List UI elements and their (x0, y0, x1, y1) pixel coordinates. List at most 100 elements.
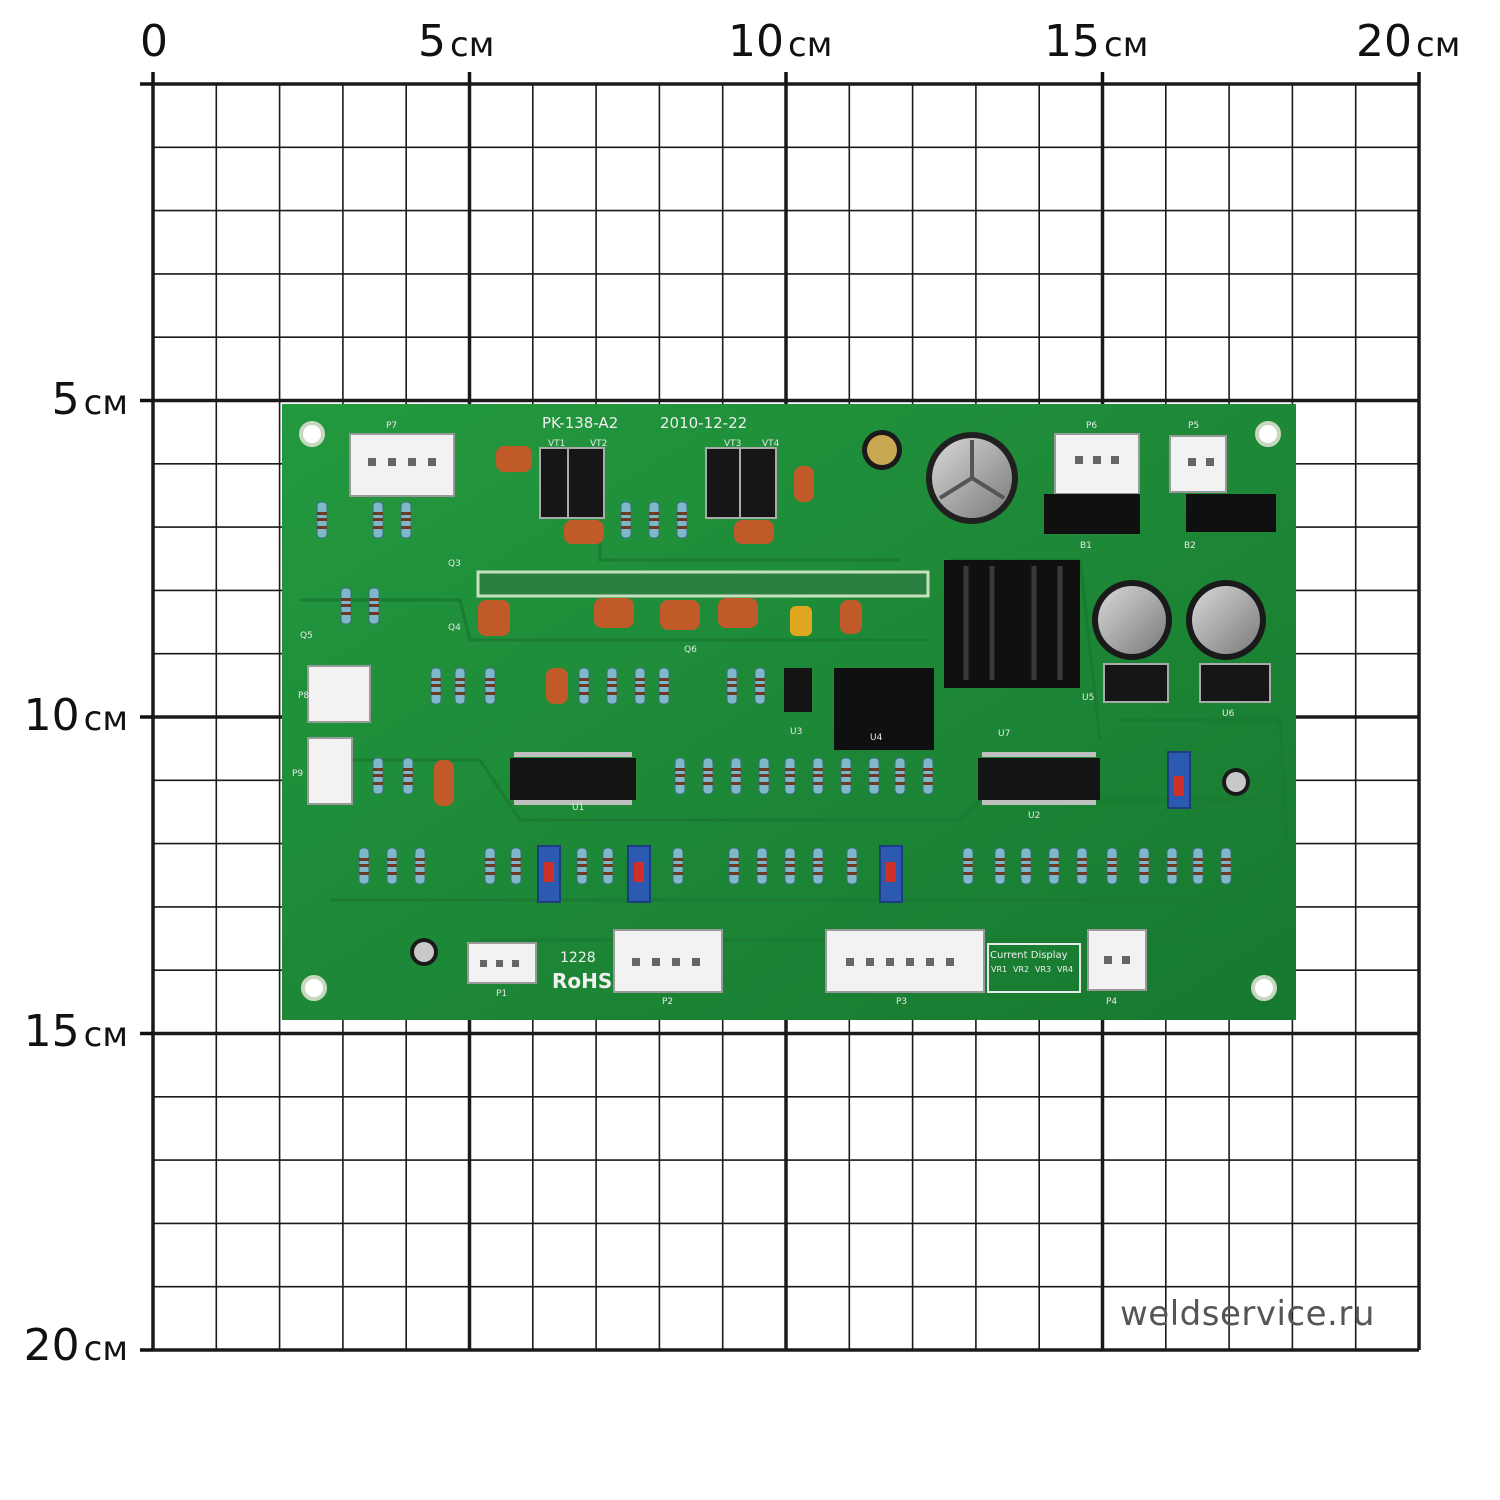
x-axis-label-number: 5 (418, 16, 446, 67)
integrated-circuits (510, 668, 1100, 800)
x-axis-label-number: 15 (1044, 16, 1100, 67)
resistor-band (485, 864, 495, 867)
resistor-band (649, 526, 659, 529)
resistor-band (813, 872, 823, 875)
resistor-band (359, 872, 369, 875)
resistor-band (431, 692, 441, 695)
resistor-band (677, 526, 687, 529)
daughter-board-strip (476, 570, 930, 598)
resistor-band (415, 858, 425, 861)
resistor-band (1021, 872, 1031, 875)
x-axis-label-unit: см (450, 25, 495, 65)
y-axis-label-unit: см (83, 1015, 128, 1055)
resistor-band (387, 864, 397, 867)
resistor-band (813, 864, 823, 867)
resistor-band (729, 858, 739, 861)
resistor-band (1139, 872, 1149, 875)
resistor-band (1049, 864, 1059, 867)
resistor-band (403, 774, 413, 777)
resistor-band (759, 782, 769, 785)
resistor-band (703, 768, 713, 771)
resistor-band (577, 864, 587, 867)
resistor-band (373, 518, 383, 521)
resistor-band (755, 692, 765, 695)
silkscreen-ref-label: P5 (1188, 421, 1199, 431)
resistor-band (341, 604, 351, 607)
resistor-band (511, 858, 521, 861)
resistor-band (1107, 864, 1117, 867)
silkscreen-ref-label: P1 (496, 989, 507, 999)
resistor-band (895, 768, 905, 771)
resistor-band (785, 864, 795, 867)
resistor-band (431, 684, 441, 687)
resistor-band (579, 678, 589, 681)
resistor-band (1049, 872, 1059, 875)
resistor-band (1077, 858, 1087, 861)
resistor-band (813, 782, 823, 785)
resistor-band (635, 692, 645, 695)
silkscreen-ref-label: B2 (1184, 541, 1196, 551)
resistor-band (923, 782, 933, 785)
silkscreen-ref-label: Q5 (300, 631, 313, 641)
resistor-band (607, 692, 617, 695)
resistor-band (673, 858, 683, 861)
resistor-band (485, 684, 495, 687)
x-axis-label-number: 20 (1356, 16, 1412, 67)
resistor-band (401, 512, 411, 515)
y-axis-label-unit: см (83, 699, 128, 739)
cert-number-label: 1228 (560, 950, 596, 966)
resistor-band (1221, 864, 1231, 867)
silkscreen-ref-label: VT4 (762, 439, 780, 449)
resistor-band (485, 692, 495, 695)
current-display-title: Current Display (990, 950, 1068, 961)
resistor-band (603, 864, 613, 867)
y-axis-label-number: 20 (23, 1320, 80, 1371)
resistor-band (813, 768, 823, 771)
silkscreen-ref-label: Q6 (684, 645, 697, 655)
ic-pins (514, 752, 1096, 805)
resistor-band (579, 684, 589, 687)
resistor-band (659, 678, 669, 681)
electrolytic-capacitors (410, 430, 1266, 966)
resistor-band (635, 684, 645, 687)
resistor-band (1077, 872, 1087, 875)
silkscreen-ref-label: P8 (298, 691, 309, 701)
silkscreen-ref-label: VT3 (724, 439, 741, 449)
resistor-band (759, 768, 769, 771)
resistor-band (1077, 864, 1087, 867)
resistor-band (373, 768, 383, 771)
resistor-band (785, 782, 795, 785)
silkscreen-ref-label: Q3 (448, 559, 461, 569)
resistor-band (659, 692, 669, 695)
resistor-band (895, 782, 905, 785)
resistor-band (403, 782, 413, 785)
resistor-band (359, 858, 369, 861)
resistor-band (785, 774, 795, 777)
resistor-band (727, 692, 737, 695)
resistor-band (1167, 858, 1177, 861)
resistor-band (995, 858, 1005, 861)
current-display-cell: VR4 (1057, 965, 1073, 974)
resistor-band (675, 782, 685, 785)
silkscreen-ref-label: P6 (1086, 421, 1097, 431)
resistor-band (869, 768, 879, 771)
resistor-band (673, 864, 683, 867)
resistor-band (401, 526, 411, 529)
mounting-holes (299, 421, 1281, 1001)
resistor-band (431, 678, 441, 681)
resistor-band (757, 872, 767, 875)
resistor-band (415, 872, 425, 875)
x-axis-label: 0 (140, 20, 168, 64)
resistor-band (847, 858, 857, 861)
resistor-band (359, 864, 369, 867)
silkscreen-ref-label: U7 (998, 729, 1010, 739)
resistor-band (317, 518, 327, 521)
resistor-band (1221, 872, 1231, 875)
resistor-band (373, 526, 383, 529)
x-axis-label-unit: см (788, 25, 833, 65)
silkscreen-ref-label: P4 (1106, 997, 1117, 1007)
resistor-band (1139, 864, 1149, 867)
